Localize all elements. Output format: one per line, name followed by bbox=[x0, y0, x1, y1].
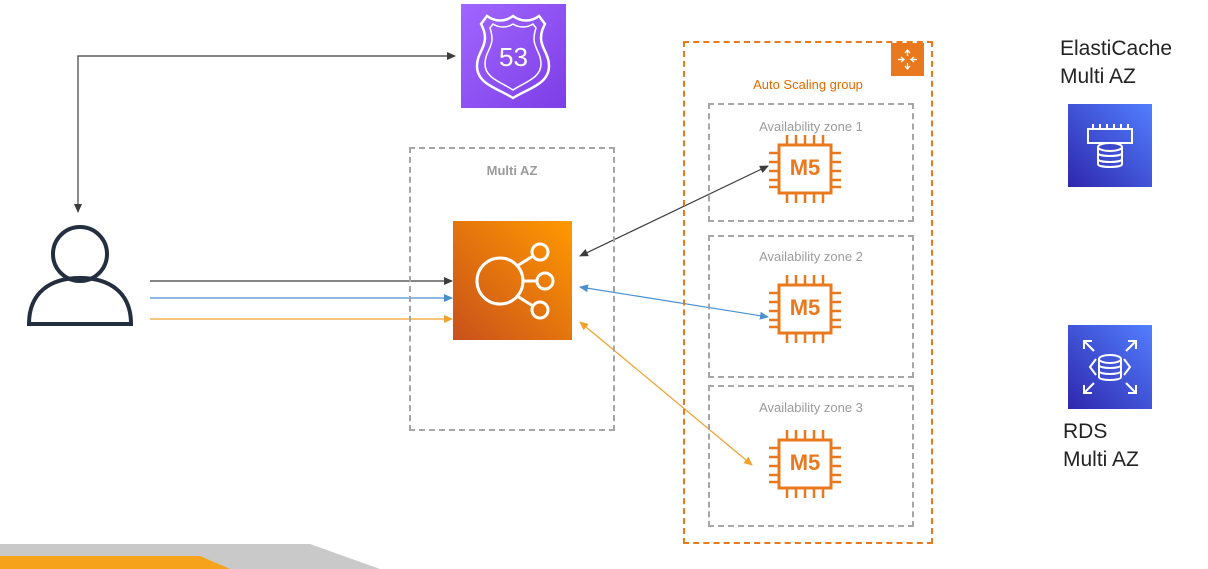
elasticache-subtitle: Multi AZ bbox=[1060, 65, 1136, 88]
availability-zone-1: Availability zone 1 bbox=[708, 103, 914, 222]
availability-zone-2: Availability zone 2 bbox=[708, 235, 914, 378]
arrow-elb-instance-1 bbox=[579, 165, 769, 257]
route53-node[interactable]: 53 bbox=[461, 4, 566, 108]
availability-zone-label: Availability zone 1 bbox=[759, 119, 863, 134]
ec2-instance-chip-icon bbox=[769, 135, 841, 203]
rds-node[interactable] bbox=[1068, 325, 1152, 409]
availability-zone-label: Availability zone 2 bbox=[759, 249, 863, 264]
user-icon[interactable] bbox=[26, 220, 138, 330]
elasticache-icon bbox=[1087, 124, 1133, 168]
elastic-load-balancer-node[interactable] bbox=[453, 221, 572, 340]
rds-title: RDS bbox=[1063, 420, 1108, 443]
m5-instance-3[interactable]: M5 bbox=[767, 428, 843, 500]
rds-subtitle: Multi AZ bbox=[1063, 448, 1139, 471]
rds-icon bbox=[1083, 340, 1137, 394]
ec2-instance-chip-icon bbox=[769, 430, 841, 498]
m5-instance-1[interactable]: M5 bbox=[767, 133, 843, 205]
elasticache-title: ElastiCache bbox=[1060, 37, 1173, 60]
multi-az-label: Multi AZ bbox=[486, 163, 538, 178]
auto-scaling-icon bbox=[891, 43, 924, 76]
instance-type-label: M5 bbox=[789, 155, 821, 180]
m5-instance-2[interactable]: M5 bbox=[767, 273, 843, 345]
auto-scaling-group-label: Auto Scaling group bbox=[753, 77, 863, 92]
route53-shield-icon bbox=[475, 14, 551, 100]
elasticache-node[interactable] bbox=[1068, 104, 1152, 187]
slide-accent-stripe bbox=[0, 544, 380, 569]
instance-type-label: M5 bbox=[789, 295, 821, 320]
arrow-elb-instance-3 bbox=[579, 321, 753, 466]
instance-type-label: M5 bbox=[789, 450, 821, 475]
availability-zone-3: Availability zone 3 bbox=[708, 385, 914, 527]
multi-az-box: Multi AZ bbox=[409, 147, 615, 431]
auto-scaling-group: Auto Scaling group bbox=[683, 41, 933, 544]
arrow-user-route53 bbox=[74, 52, 456, 213]
arrow-elb-instance-2 bbox=[579, 284, 769, 320]
elastic-load-balancer-icon bbox=[475, 242, 555, 320]
availability-zone-label: Availability zone 3 bbox=[759, 400, 863, 415]
rds-label: RDS Multi AZ bbox=[1063, 418, 1139, 474]
elasticache-label: ElastiCache Multi AZ bbox=[1060, 35, 1172, 91]
ec2-instance-chip-icon bbox=[769, 275, 841, 343]
route53-number: 53 bbox=[499, 42, 528, 72]
